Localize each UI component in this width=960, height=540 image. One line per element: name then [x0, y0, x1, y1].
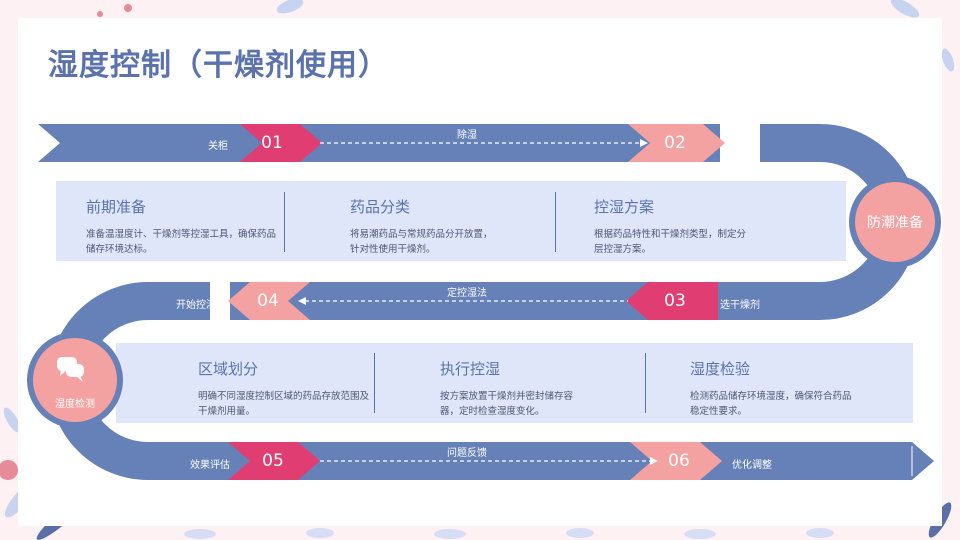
row1-chevron-02: [628, 124, 725, 162]
row3-number-05: 05: [262, 451, 284, 471]
divider: [374, 353, 375, 413]
section-text: 明确不同湿度控制区域的药品存放范围及干燥剂用量。: [198, 391, 370, 417]
row3-chevron-05: [228, 442, 320, 480]
section-title: 前期准备: [86, 198, 147, 216]
middle-panel: [116, 343, 913, 423]
left-badge-label: 湿度检测: [55, 399, 95, 410]
section-execute: 执行控湿 按方案放置干燥剂并密封储存容器，定时检查湿度变化。: [440, 358, 590, 419]
section-classify: 药品分类 将易潮药品与常规药品分开放置，针对性使用干燥剂。: [350, 196, 500, 257]
row1-mid-label: 除湿: [457, 130, 477, 141]
section-text: 按方案放置干燥剂并密封储存容器，定时检查湿度变化。: [440, 391, 574, 417]
section-text: 检测药品储存环境湿度，确保符合药品稳定性要求。: [690, 391, 852, 417]
top-panel: [56, 181, 846, 261]
page-title: 湿度控制（干燥剂使用）: [48, 48, 389, 83]
row2-mid-label: 定控湿法: [447, 288, 487, 299]
section-text: 将易潮药品与常规药品分开放置，针对性使用干燥剂。: [350, 229, 493, 255]
section-title: 执行控湿: [440, 360, 501, 378]
row2-left-label: 开始控湿: [176, 300, 216, 311]
row3-number-06: 06: [668, 451, 690, 471]
row1-number-01: 01: [261, 133, 283, 153]
section-title: 湿度检验: [690, 360, 751, 378]
row2-right-label: 选干燥剂: [720, 300, 760, 311]
section-zoning: 区域划分 明确不同湿度控制区域的药品存放范围及干燥剂用量。: [198, 358, 378, 419]
row3-mid-label: 问题反馈: [447, 448, 487, 459]
row2-chevron-03: [626, 282, 718, 320]
section-title: 药品分类: [350, 198, 411, 216]
section-text: 准备温湿度计、干燥剂等控湿工具，确保药品储存环境达标。: [86, 229, 277, 255]
section-verify: 湿度检验 检测药品储存环境湿度，确保符合药品稳定性要求。: [690, 358, 855, 419]
chat-bubbles-icon: [57, 357, 84, 382]
right-badge: [855, 182, 935, 262]
row3-left-label: 效果评估: [190, 460, 230, 471]
content-card: [18, 18, 942, 526]
section-plan: 控湿方案 根据药品特性和干燥剂类型，制定分层控湿方案。: [594, 196, 754, 257]
divider: [555, 192, 556, 252]
row1-left-label: 关柜: [208, 141, 228, 152]
divider: [645, 353, 646, 413]
left-badge: [33, 338, 117, 422]
section-prep: 前期准备 准备温湿度计、干燥剂等控湿工具，确保药品储存环境达标。: [86, 196, 276, 257]
row1-right-label: 放剂: [732, 141, 752, 152]
row2-chevron-04: [228, 282, 310, 320]
row3-right-label: 优化调整: [732, 460, 772, 471]
section-title: 控湿方案: [594, 198, 655, 216]
row2-number-04: 04: [257, 291, 279, 311]
section-text: 根据药品特性和干燥剂类型，制定分层控湿方案。: [594, 229, 747, 255]
row1-number-02: 02: [664, 133, 686, 153]
row2-number-03: 03: [664, 291, 686, 311]
row3-chevron-06: [630, 442, 722, 480]
row1-chevron-01: [240, 124, 322, 162]
divider: [284, 192, 285, 252]
section-title: 区域划分: [198, 360, 259, 378]
right-badge-label: 防潮准备: [867, 215, 923, 231]
